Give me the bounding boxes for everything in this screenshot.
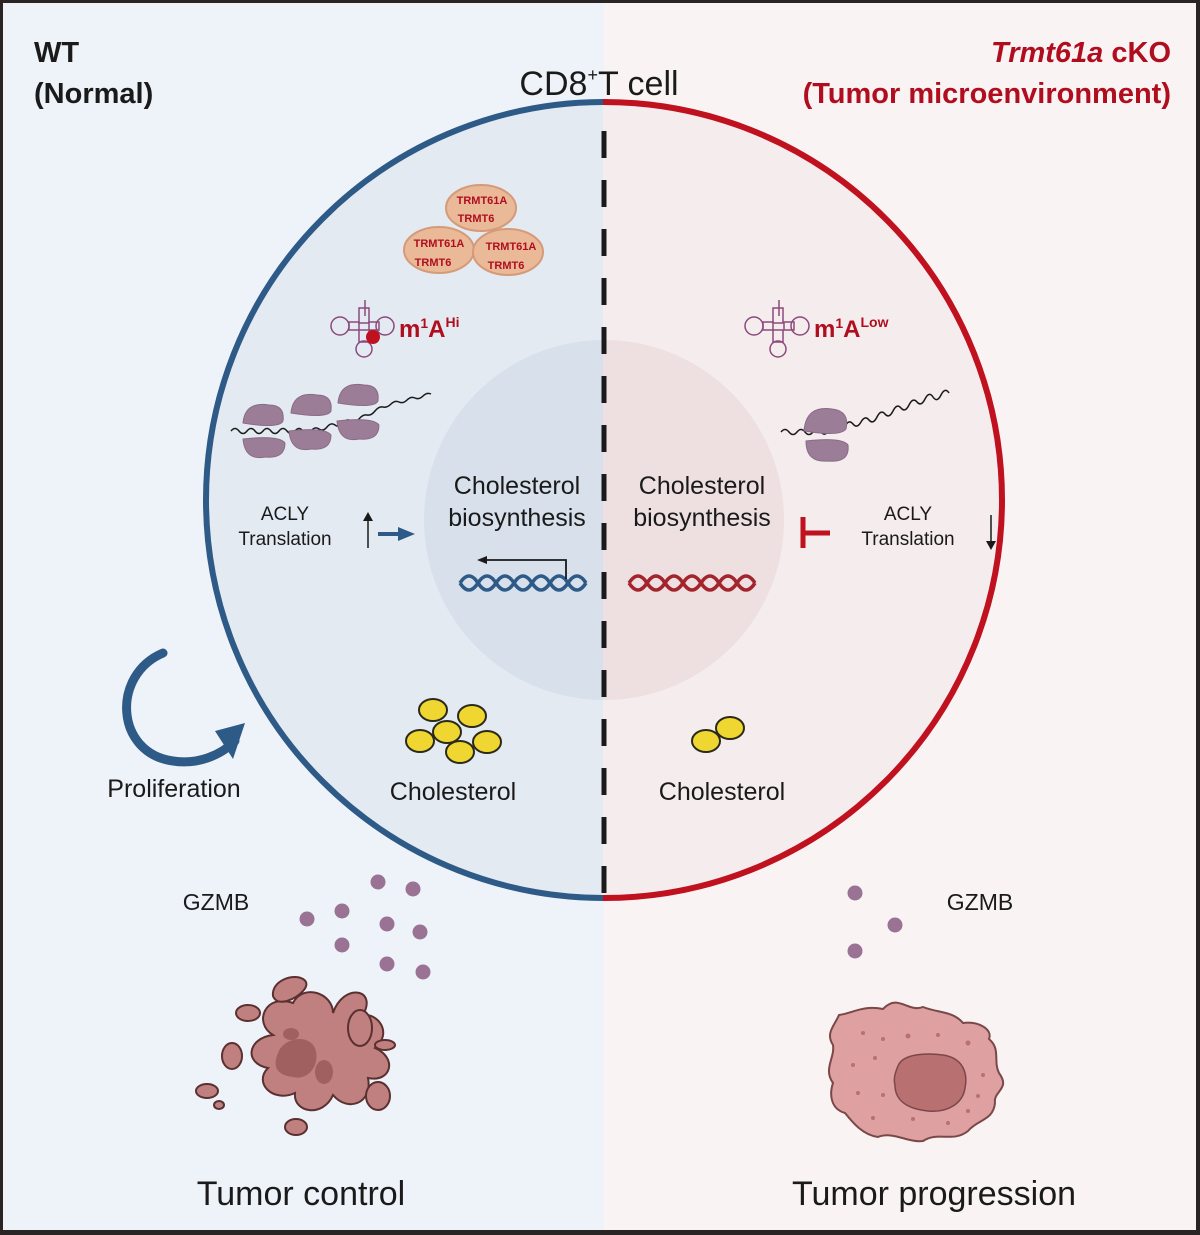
cell-interior-right <box>603 102 1002 898</box>
gzmb-label-left: GZMB <box>183 889 249 915</box>
down-arrow-icon <box>986 515 996 550</box>
methyltransferase-complexes: TRMT61A TRMT6 TRMT61A TRMT6 TRMT61A TRMT… <box>403 184 544 276</box>
cholesterol-droplet <box>472 730 502 754</box>
trna-icon-left <box>330 300 395 358</box>
mrna-strand-left <box>230 392 432 435</box>
nucleus-left <box>424 340 603 700</box>
cell-membrane-left <box>203 99 603 901</box>
outcome-right: Tumor progression <box>792 1175 1076 1213</box>
gene-name: Trmt61a <box>991 37 1103 69</box>
m1a-modification-dot <box>366 330 380 344</box>
translation-label-left: Translation <box>238 529 331 550</box>
svg-text:TRMT61A: TRMT61A <box>457 195 508 207</box>
up-arrow-icon <box>363 512 373 548</box>
complex-3: TRMT61A TRMT6 <box>472 228 544 276</box>
acly-label-left: ACLY <box>261 504 310 525</box>
cholesterol-droplets-right <box>691 716 745 753</box>
granule <box>887 917 903 933</box>
proliferation-label: Proliferation <box>107 775 240 803</box>
cholesterol-label-left: Cholesterol <box>390 778 516 806</box>
cko-label: cKO <box>1103 37 1171 69</box>
svg-text:TRMT6: TRMT6 <box>458 213 495 225</box>
svg-text:TRMT6: TRMT6 <box>488 260 525 272</box>
nucleus-label-right-line2: biosynthesis <box>633 504 771 532</box>
granule <box>379 956 395 972</box>
m1a-hi-label: m1AHi <box>399 314 459 343</box>
cholesterol-droplet <box>457 704 487 728</box>
right-arrow-icon <box>378 527 415 541</box>
cholesterol-droplet <box>691 729 721 753</box>
granule <box>379 916 395 932</box>
gzmb-granules-right <box>847 885 903 959</box>
nucleus-label-left-line1: Cholesterol <box>454 472 580 500</box>
cholesterol-droplet <box>715 716 745 740</box>
ribosomes-left <box>242 383 380 459</box>
ko-heading-line2: (Tumor microenvironment) <box>803 78 1171 110</box>
nucleus-label-right-line1: Cholesterol <box>639 472 765 500</box>
cholesterol-droplets-left <box>405 698 502 764</box>
gzmb-granules-left <box>299 874 431 980</box>
cell-title: CD8+T cell <box>519 65 678 103</box>
cholesterol-label-right: Cholesterol <box>659 778 785 806</box>
granule <box>847 885 863 901</box>
wt-heading-line1: WT <box>34 37 79 69</box>
nucleus-label-left-line2: biosynthesis <box>448 504 586 532</box>
ribosome-icon <box>336 383 380 441</box>
outcome-left: Tumor control <box>197 1175 405 1213</box>
cholesterol-droplet <box>405 729 435 753</box>
ribosome-icon-right <box>803 407 849 462</box>
cholesterol-droplet <box>445 740 475 764</box>
ko-heading-line1: Trmt61a cKO <box>991 37 1171 69</box>
acly-label-right: ACLY <box>884 504 933 525</box>
fragmented-tumor-icon <box>195 976 396 1136</box>
cell-membrane-right <box>603 99 1005 901</box>
cholesterol-droplet <box>432 720 462 744</box>
figure-frame: WT (Normal) Trmt61a cKO (Tumor microenvi… <box>3 3 1196 1230</box>
granule <box>370 874 386 890</box>
cholesterol-droplet <box>418 698 448 722</box>
cell-interior-left <box>206 102 603 898</box>
granule <box>334 903 350 919</box>
dna-helix-left <box>458 574 588 592</box>
svg-text:TRMT61A: TRMT61A <box>486 241 537 253</box>
m1a-low-label: m1ALow <box>814 314 889 343</box>
inhibition-icon <box>800 517 830 548</box>
dna-helix-right <box>627 574 757 592</box>
mrna-strand-right <box>780 389 950 436</box>
granule <box>299 911 315 927</box>
granule <box>405 881 421 897</box>
proliferation-arrow-icon <box>122 648 245 767</box>
ribosome-icon <box>242 403 286 459</box>
granule <box>334 937 350 953</box>
svg-text:TRMT6: TRMT6 <box>415 257 452 269</box>
ribosome-icon <box>288 393 332 451</box>
nucleus-right <box>603 340 784 700</box>
graphical-abstract: WT (Normal) Trmt61a cKO (Tumor microenvi… <box>3 3 1196 1230</box>
intact-tumor-icon <box>828 1001 1005 1143</box>
granule <box>847 943 863 959</box>
trna-icon-right <box>744 300 810 358</box>
translation-label-right: Translation <box>861 529 954 550</box>
complex-2: TRMT61A TRMT6 <box>403 226 475 274</box>
transcription-start-arrow <box>477 556 567 579</box>
granule <box>415 964 431 980</box>
gzmb-label-right: GZMB <box>947 889 1013 915</box>
wt-heading-line2: (Normal) <box>34 78 153 110</box>
svg-text:TRMT61A: TRMT61A <box>414 238 465 250</box>
granule <box>412 924 428 940</box>
complex-1: TRMT61A TRMT6 <box>445 184 517 232</box>
